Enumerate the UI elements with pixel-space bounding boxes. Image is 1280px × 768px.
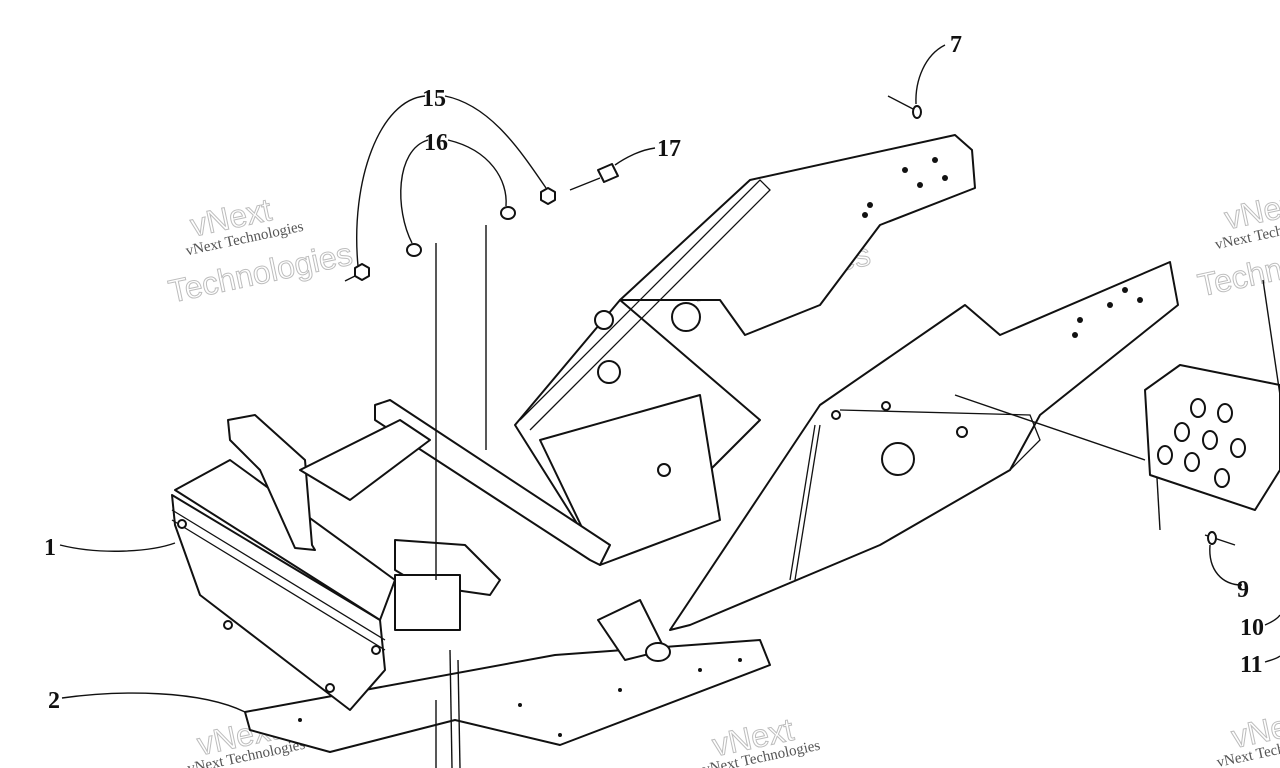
washer-16-left	[406, 243, 422, 257]
front-brackets	[227, 399, 611, 631]
callout-7: 7	[950, 32, 962, 58]
rivet-7	[887, 95, 922, 119]
watermark-top-right: vNext vNext Technologies Technologies	[1194, 184, 1280, 304]
nut-15-left	[344, 263, 370, 282]
callout-2: 2	[48, 688, 60, 714]
watermark-bottom-center: vNext vNext Technologies	[701, 711, 822, 768]
watermark-bottom-right: vNext vNext Technologies	[1215, 702, 1280, 768]
callout-9: 9	[1237, 577, 1249, 603]
callout-10: 10	[1240, 615, 1264, 641]
callout-labels: 1 2 7 9 10 11 15 16 17	[44, 32, 1264, 714]
callout-11: 11	[1240, 652, 1263, 678]
callout-17: 17	[657, 136, 681, 162]
right-side-plate	[669, 261, 1179, 631]
callout-16: 16	[424, 130, 448, 156]
nut-15-right	[540, 187, 556, 205]
side-mount-panel	[1144, 364, 1280, 511]
rivet-9	[1204, 531, 1236, 546]
shaft-tube	[597, 599, 671, 662]
callout-1: 1	[44, 535, 56, 561]
upper-tunnel-plate	[619, 134, 1143, 338]
tunnel-frame	[514, 179, 771, 566]
callout-15: 15	[422, 86, 446, 112]
leader-lines	[59, 44, 1280, 768]
watermark-top-left: vNext vNext Technologies Technologies	[165, 191, 356, 310]
front-bulkhead	[171, 459, 396, 711]
bolt-17	[569, 163, 619, 191]
washer-16-right	[500, 206, 516, 220]
